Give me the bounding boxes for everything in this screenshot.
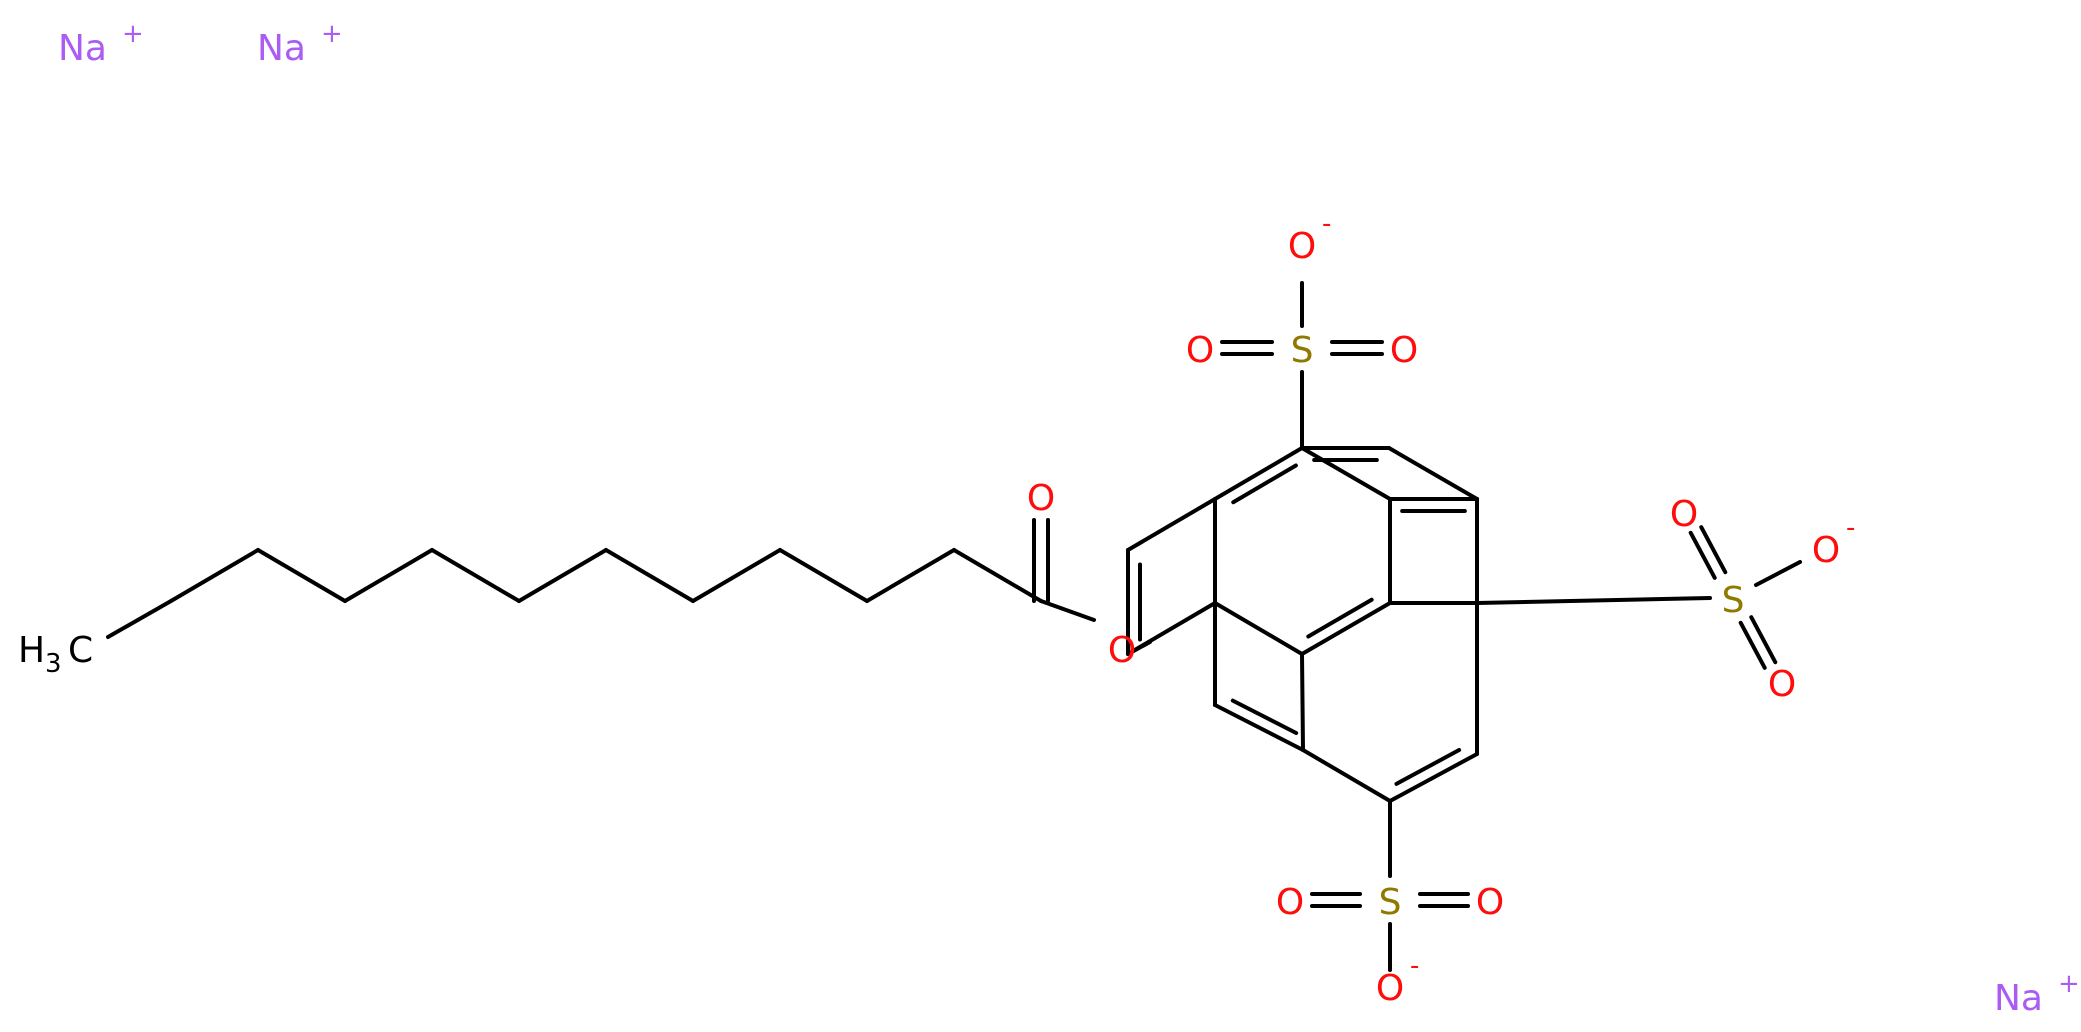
sulfur-atom: S (1291, 330, 1314, 371)
sulfonyl-oxygen: O (1276, 882, 1304, 923)
bond (1039, 599, 1096, 622)
ring-bond (1126, 497, 1217, 552)
sulfonate-oxygen: O (1812, 530, 1840, 571)
chain-bond (106, 599, 173, 639)
chain-bond (604, 548, 695, 603)
sulfonate-oxygen: O (1376, 968, 1404, 1009)
aromatic-inner-bond (1306, 597, 1374, 639)
chain-bond (256, 548, 347, 603)
chain-bond (952, 548, 1043, 603)
aromatic-inner-bond (1394, 748, 1462, 786)
ring-bond (1300, 601, 1392, 656)
methyl-label: C (68, 630, 93, 671)
sodium-ion: Na (1994, 978, 2043, 1019)
sulfonyl-double-bond (1738, 620, 1767, 670)
sodium-charge: + (2058, 969, 2080, 999)
bond (1126, 640, 1152, 656)
sulfur-atom: S (1722, 580, 1745, 621)
sulfonyl-double-bond (1699, 525, 1728, 575)
methyl-label: H (18, 630, 45, 671)
aromatic-inner-bond (1231, 463, 1298, 505)
bonds (106, 281, 1802, 972)
ring-bond (1301, 748, 1392, 803)
chain-bond (343, 548, 434, 603)
chain-bond (691, 548, 782, 603)
sodium-ion: Na (58, 28, 107, 69)
ether-oxygen: O (1108, 630, 1136, 671)
sulfur-atom: S (1379, 882, 1402, 923)
sulfonyl-double-bond (1688, 530, 1717, 580)
methyl-subscript: 3 (45, 649, 62, 679)
ring-bond (1387, 446, 1479, 501)
sulfonate-charge: - (1410, 951, 1419, 981)
ring-bond (1213, 446, 1304, 501)
sulfonyl-oxygen: O (1476, 882, 1504, 923)
carbonyl-oxygen: O (1027, 478, 1055, 519)
sodium-charge: + (122, 19, 144, 49)
chain-bond (430, 548, 521, 603)
chain-bond (517, 548, 608, 603)
chain-bond (865, 548, 956, 603)
sulfonyl-oxygen: O (1768, 664, 1796, 705)
bond (1475, 596, 1712, 605)
sulfonate-oxygen: O (1288, 226, 1316, 267)
ring-bond (1213, 601, 1304, 656)
ring-bond (1300, 652, 1305, 752)
sulfonate-charge: - (1322, 209, 1331, 239)
ring-bond (1300, 446, 1392, 501)
aromatic-inner-bond (1230, 698, 1299, 736)
sodium-ion: Na (257, 28, 306, 69)
bond (1754, 560, 1802, 587)
sulfonyl-oxygen: O (1186, 330, 1214, 371)
chain-bond (778, 548, 869, 603)
sulfonyl-oxygen: O (1390, 330, 1418, 371)
sodium-charge: + (321, 19, 343, 49)
ring-bond (1388, 752, 1479, 803)
sulfonyl-double-bond (1749, 615, 1778, 665)
chain-bond (169, 548, 260, 603)
sulfonate-charge: - (1846, 513, 1855, 543)
sulfonyl-oxygen: O (1670, 494, 1698, 535)
ring-bond (1213, 703, 1305, 752)
